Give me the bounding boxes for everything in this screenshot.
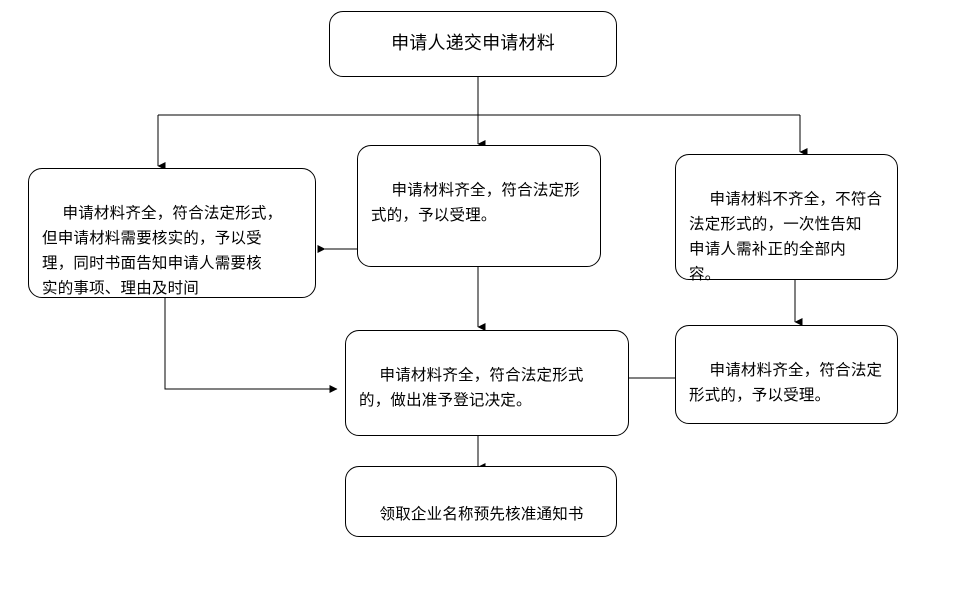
node-incomplete-notice[interactable]: 申请材料不齐全，不符合 法定形式的，一次性告知 申请人需补正的全部内 容。 — [675, 154, 898, 284]
node-accept-verify-label: 申请材料齐全，符合法定形式， 但申请材料需要核实的，予以受 理，同时书面告知申请… — [42, 204, 283, 298]
node-incomplete-notice-label: 申请材料不齐全，不符合 法定形式的，一次性告知 申请人需补正的全部内 容。 — [689, 190, 883, 284]
node-accept-complete[interactable]: 申请材料齐全，符合法定形 式的，予以受理。 — [357, 145, 601, 267]
node-accept-complete-label: 申请材料齐全，符合法定形 式的，予以受理。 — [371, 181, 580, 225]
node-approve-decision[interactable]: 申请材料齐全，符合法定形式 的，做出准予登记决定。 — [345, 330, 629, 436]
node-accept-verify[interactable]: 申请材料齐全，符合法定形式， 但申请材料需要核实的，予以受 理，同时书面告知申请… — [28, 168, 316, 298]
node-accept-after-fix-label: 申请材料齐全，符合法定 形式的，予以受理。 — [689, 361, 883, 405]
node-approve-decision-label: 申请材料齐全，符合法定形式 的，做出准予登记决定。 — [359, 366, 584, 410]
edge-accept-verify-to-approve — [164, 297, 338, 393]
node-start-label: 申请人递交申请材料 — [391, 33, 555, 55]
node-start[interactable]: 申请人递交申请材料 — [329, 11, 617, 77]
node-get-certificate[interactable]: 领取企业名称预先核准通知书 — [345, 466, 617, 537]
node-get-certificate-label: 领取企业名称预先核准通知书 — [379, 505, 584, 524]
node-accept-after-fix[interactable]: 申请材料齐全，符合法定 形式的，予以受理。 — [675, 325, 898, 424]
